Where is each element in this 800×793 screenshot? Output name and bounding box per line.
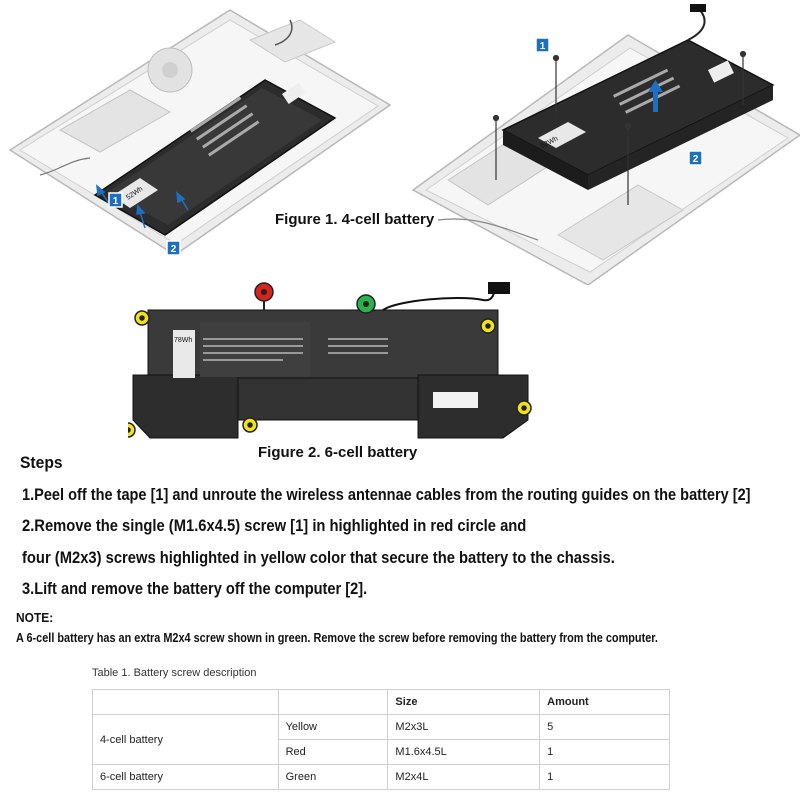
- figure1-left-illustration: 52Wh 1 2: [8, 9, 392, 255]
- screw-icons-right: [492, 50, 747, 205]
- table-cell-size: M1.6x4.5L: [387, 739, 541, 765]
- table-header-row: Size Amount: [92, 689, 670, 715]
- callout-2-left: 2: [166, 240, 181, 255]
- figure2-illustration: 78Wh: [128, 282, 532, 439]
- step-1: 1.Peel off the tape [1] and unroute the …: [22, 485, 751, 504]
- callout-1-right: 1: [535, 37, 550, 53]
- arrow-icons-left: [96, 184, 189, 229]
- svg-text:2: 2: [693, 154, 699, 165]
- steps-heading: Steps: [20, 453, 63, 472]
- table-cell-color: Red: [277, 739, 389, 765]
- table-cell-size: M2x3L: [387, 714, 541, 740]
- table-caption: Table 1. Battery screw description: [92, 667, 257, 679]
- red-screw-icon: [254, 282, 274, 310]
- step-2-line-2: four (M2x3) screws highlighted in yellow…: [22, 548, 615, 567]
- table-cell-size: M2x4L: [387, 764, 541, 790]
- step-2-line-1: 2.Remove the single (M1.6x4.5) screw [1]…: [22, 516, 527, 535]
- step-3: 3.Lift and remove the battery off the co…: [22, 579, 368, 598]
- table-header-amount: Amount: [539, 689, 670, 715]
- note-text: A 6-cell battery has an extra M2x4 screw…: [16, 630, 658, 645]
- table-header-size: Size: [387, 689, 541, 715]
- table-cell-color: Green: [277, 764, 389, 790]
- table-cell-amount: 1: [539, 764, 670, 790]
- green-screw-icon: [356, 294, 376, 314]
- battery-6cell: 78Wh: [132, 282, 529, 439]
- battery-screw-table: Size Amount 4-cell battery Yellow M2x3L …: [92, 689, 670, 790]
- svg-text:1: 1: [113, 196, 119, 207]
- note-label: NOTE:: [16, 610, 54, 625]
- svg-text:1: 1: [540, 41, 546, 52]
- figure2-caption: Figure 2. 6-cell battery: [258, 444, 418, 461]
- svg-text:2: 2: [171, 244, 177, 255]
- table-cell-amount: 1: [539, 739, 670, 765]
- lift-arrow-icon: [648, 80, 663, 112]
- battery-4cell-left: 52Wh: [93, 79, 337, 236]
- table-row: 6-cell battery Green M2x4L 1: [92, 764, 670, 790]
- yellow-screw-icons: [128, 310, 532, 438]
- figure1-right-illustration: 52Wh 1 2: [411, 4, 800, 285]
- callout-2-right: 2: [688, 150, 703, 166]
- table-row: 4-cell battery Yellow M2x3L 5: [92, 714, 670, 765]
- table-cell-battery: 4-cell battery: [92, 714, 279, 765]
- battery-6cell-label: 78Wh: [174, 337, 192, 344]
- table-header-cell: [92, 689, 279, 715]
- table-header-cell: [277, 689, 389, 715]
- figure1-caption: Figure 1. 4-cell battery: [275, 211, 435, 228]
- table-cell-color: Yellow: [277, 714, 389, 740]
- callout-1-left: 1: [108, 192, 123, 208]
- table-cell-battery: 6-cell battery: [92, 764, 279, 790]
- battery-4cell-right: 52Wh: [501, 4, 775, 190]
- table-cell-amount: 5: [539, 714, 670, 740]
